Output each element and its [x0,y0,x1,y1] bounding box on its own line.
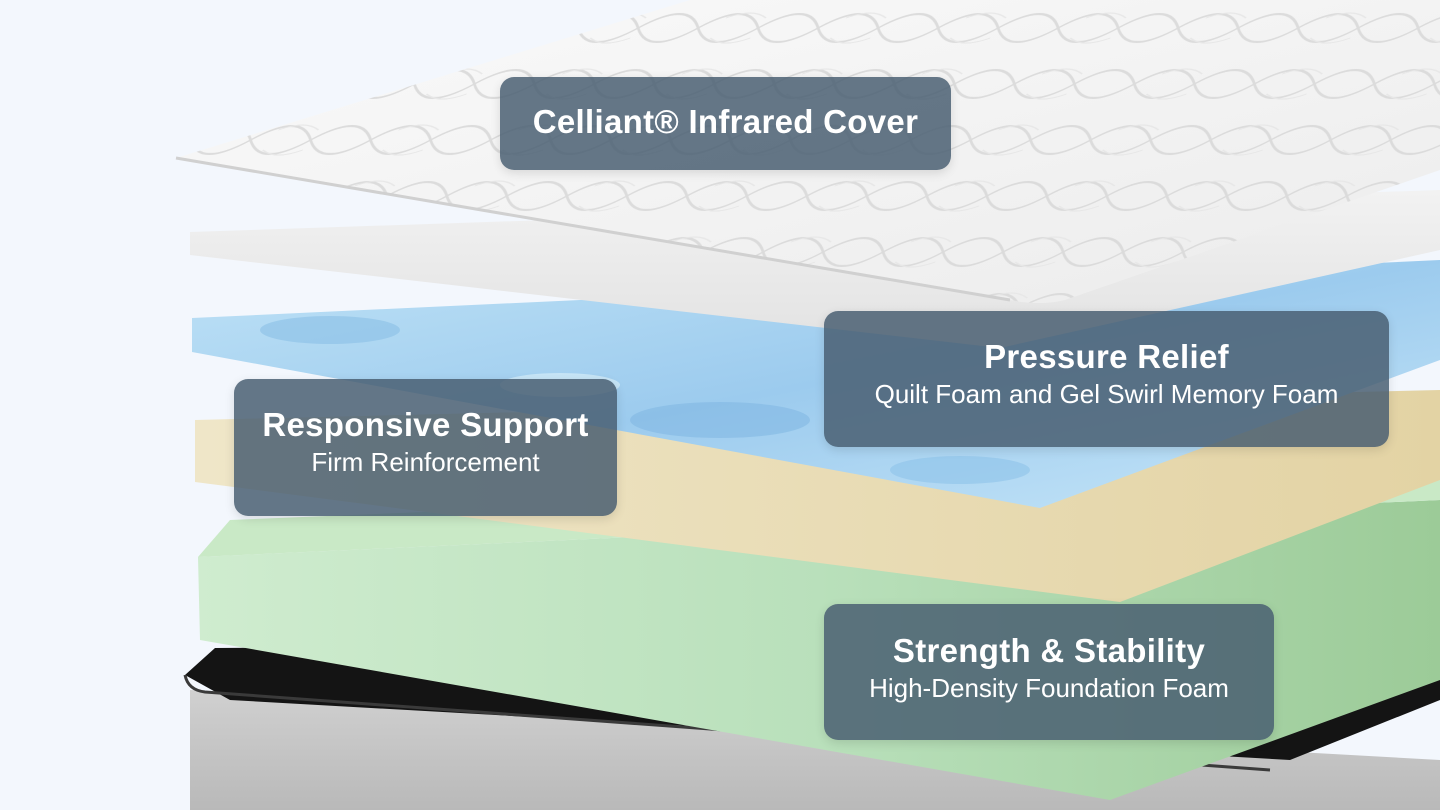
cover-label: Celliant® Infrared Cover [500,77,951,170]
pressure-relief-title: Pressure Relief [984,338,1229,375]
responsive-support-subtitle: Firm Reinforcement [311,447,540,477]
pressure-relief-label: Pressure Relief Quilt Foam and Gel Swirl… [824,311,1389,447]
pressure-relief-subtitle: Quilt Foam and Gel Swirl Memory Foam [874,379,1339,409]
responsive-support-title: Responsive Support [262,406,589,443]
strength-stability-subtitle: High-Density Foundation Foam [869,673,1229,703]
responsive-support-label: Responsive Support Firm Reinforcement [234,379,617,516]
strength-stability-title: Strength & Stability [892,632,1206,669]
strength-stability-label: Strength & Stability High-Density Founda… [824,604,1274,740]
cover-label-title: Celliant® Infrared Cover [532,103,919,140]
